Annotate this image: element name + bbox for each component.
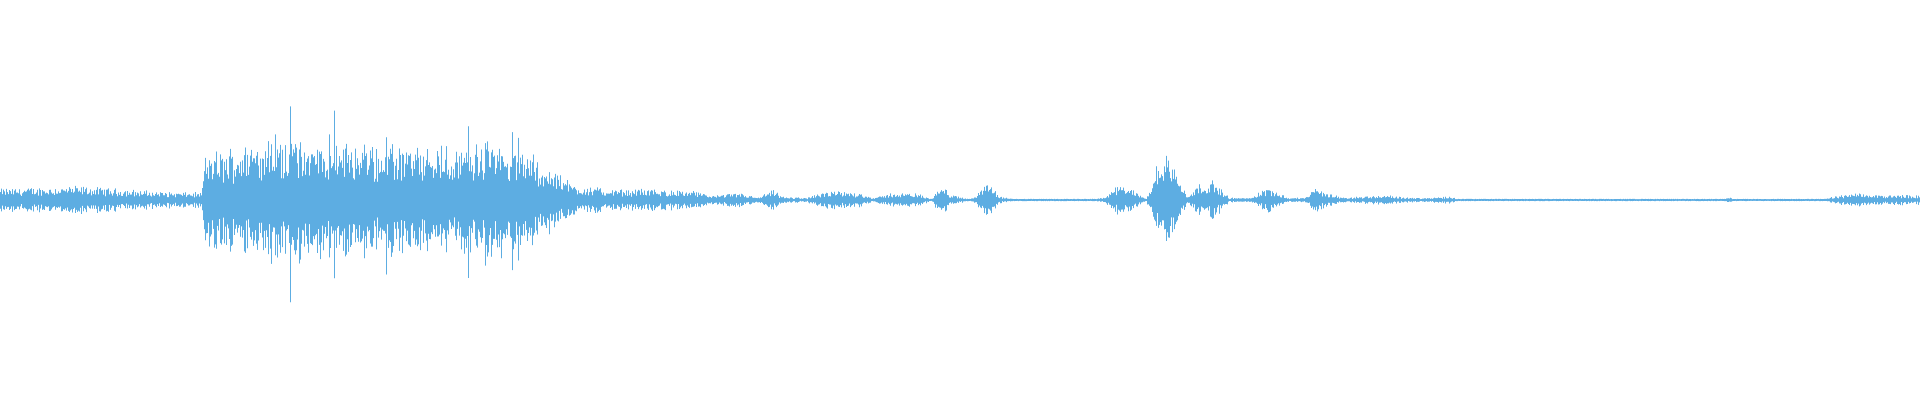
- waveform-peaks: [0, 106, 1920, 303]
